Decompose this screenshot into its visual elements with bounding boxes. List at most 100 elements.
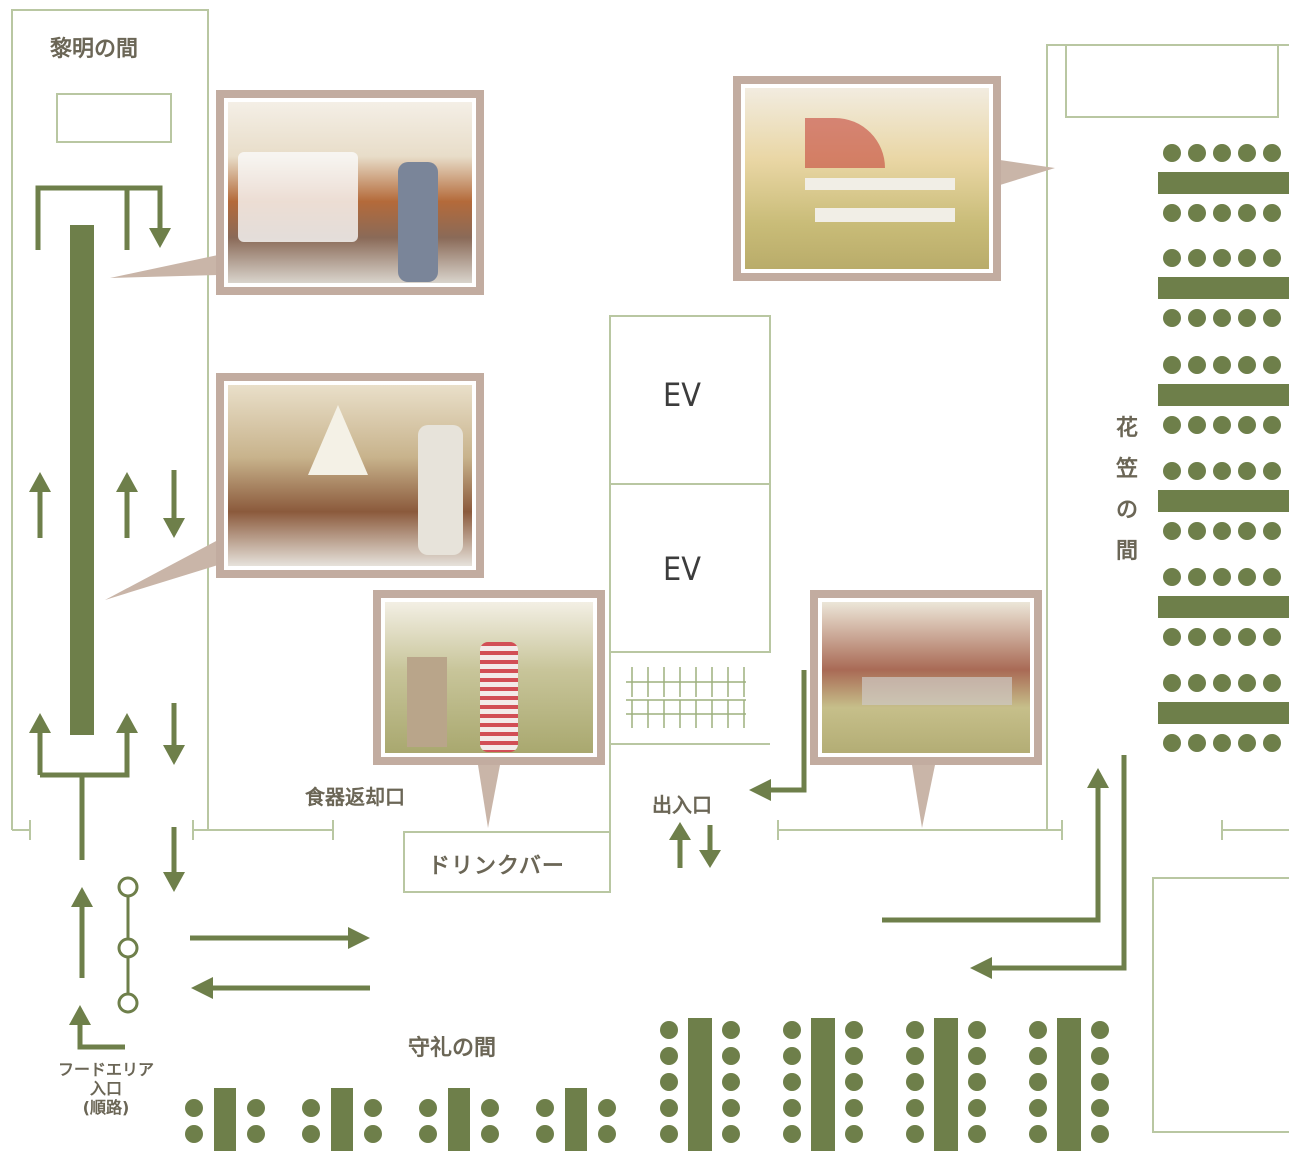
seat (1238, 462, 1256, 480)
seat (1263, 416, 1281, 434)
seat (1029, 1073, 1047, 1091)
seat (845, 1125, 863, 1143)
seat (1188, 309, 1206, 327)
seat (536, 1099, 554, 1117)
seat (845, 1021, 863, 1039)
food-area-line: 入口 (89, 1079, 122, 1098)
seat (185, 1125, 203, 1143)
photo-hanagasa-room (733, 76, 1001, 281)
seat (1163, 568, 1181, 586)
seat (1091, 1021, 1109, 1039)
seat (1091, 1125, 1109, 1143)
walls (11, 9, 1289, 1133)
seat (1213, 462, 1231, 480)
seat (660, 1125, 678, 1143)
seat (1029, 1021, 1047, 1039)
seat (1263, 568, 1281, 586)
seat (783, 1021, 801, 1039)
seat (1263, 628, 1281, 646)
reimei-counter-and-route (29, 185, 1127, 1050)
seat (364, 1099, 382, 1117)
hanagasa-table (1158, 384, 1289, 406)
seat (1263, 204, 1281, 222)
seat (660, 1047, 678, 1065)
seat (845, 1047, 863, 1065)
seat (1163, 734, 1181, 752)
hanagasa-tables (1158, 144, 1289, 752)
photo-shurei-room (810, 590, 1042, 765)
shurei-table (688, 1018, 712, 1151)
seat (1188, 734, 1206, 752)
seat (968, 1021, 986, 1039)
food-area-line: フードエリア (57, 1060, 154, 1079)
seat (906, 1125, 924, 1143)
seat (247, 1099, 265, 1117)
seat (783, 1047, 801, 1065)
seat (1188, 674, 1206, 692)
seat (968, 1099, 986, 1117)
hanagasa-table (1158, 490, 1289, 512)
hanagasa-table (1158, 277, 1289, 299)
seat (1091, 1073, 1109, 1091)
seat (1213, 568, 1231, 586)
seat (722, 1073, 740, 1091)
seat (1238, 416, 1256, 434)
seat (1213, 144, 1231, 162)
hanagasa-room-label: 花 笠 の 間 (1112, 408, 1142, 572)
seat (1238, 356, 1256, 374)
seat (1188, 204, 1206, 222)
seat (1188, 628, 1206, 646)
seat (1263, 249, 1281, 267)
seat (1163, 462, 1181, 480)
shurei-table (1057, 1018, 1081, 1151)
shurei-table (811, 1018, 835, 1151)
photo-drink-bar (373, 590, 605, 765)
hanagasa-table (1158, 702, 1289, 724)
seat (1029, 1047, 1047, 1065)
reimei-room-label: 黎明の間 (50, 37, 139, 62)
seat (722, 1099, 740, 1117)
seat (1029, 1125, 1047, 1143)
seat (722, 1047, 740, 1065)
seat (1238, 249, 1256, 267)
hanagasa-stage (1065, 45, 1279, 118)
seat (660, 1021, 678, 1039)
seat (1238, 628, 1256, 646)
drink-bar-box (403, 831, 611, 893)
seat (185, 1099, 203, 1117)
seat (1263, 462, 1281, 480)
elevator-lower-label: EV (663, 550, 701, 588)
elevator-upper-label: EV (663, 376, 701, 414)
shurei-tables (185, 1018, 1109, 1151)
seat (660, 1073, 678, 1091)
seat (1091, 1047, 1109, 1065)
seat (419, 1125, 437, 1143)
ev-lower-box (609, 483, 771, 653)
seat (1238, 204, 1256, 222)
arrowheads (29, 228, 1109, 1025)
seat (1163, 204, 1181, 222)
seat (302, 1099, 320, 1117)
photo-buffet-counter (216, 373, 484, 578)
hanagasa-char: 笠 (1115, 457, 1138, 482)
staircase (626, 667, 746, 728)
seat (1213, 522, 1231, 540)
seat (1238, 522, 1256, 540)
hanagasa-char: 間 (1115, 539, 1138, 564)
seat (1163, 356, 1181, 374)
seat (1263, 522, 1281, 540)
photo-pointers (105, 160, 1055, 828)
seat (419, 1099, 437, 1117)
seat (783, 1099, 801, 1117)
seat (1238, 309, 1256, 327)
seat (536, 1125, 554, 1143)
hanagasa-char: 花 (1115, 416, 1138, 441)
seat (1213, 249, 1231, 267)
shurei-table (331, 1088, 353, 1151)
seat (1188, 249, 1206, 267)
seat (722, 1021, 740, 1039)
shurei-table (565, 1088, 587, 1151)
seat (1238, 734, 1256, 752)
seat (1263, 734, 1281, 752)
